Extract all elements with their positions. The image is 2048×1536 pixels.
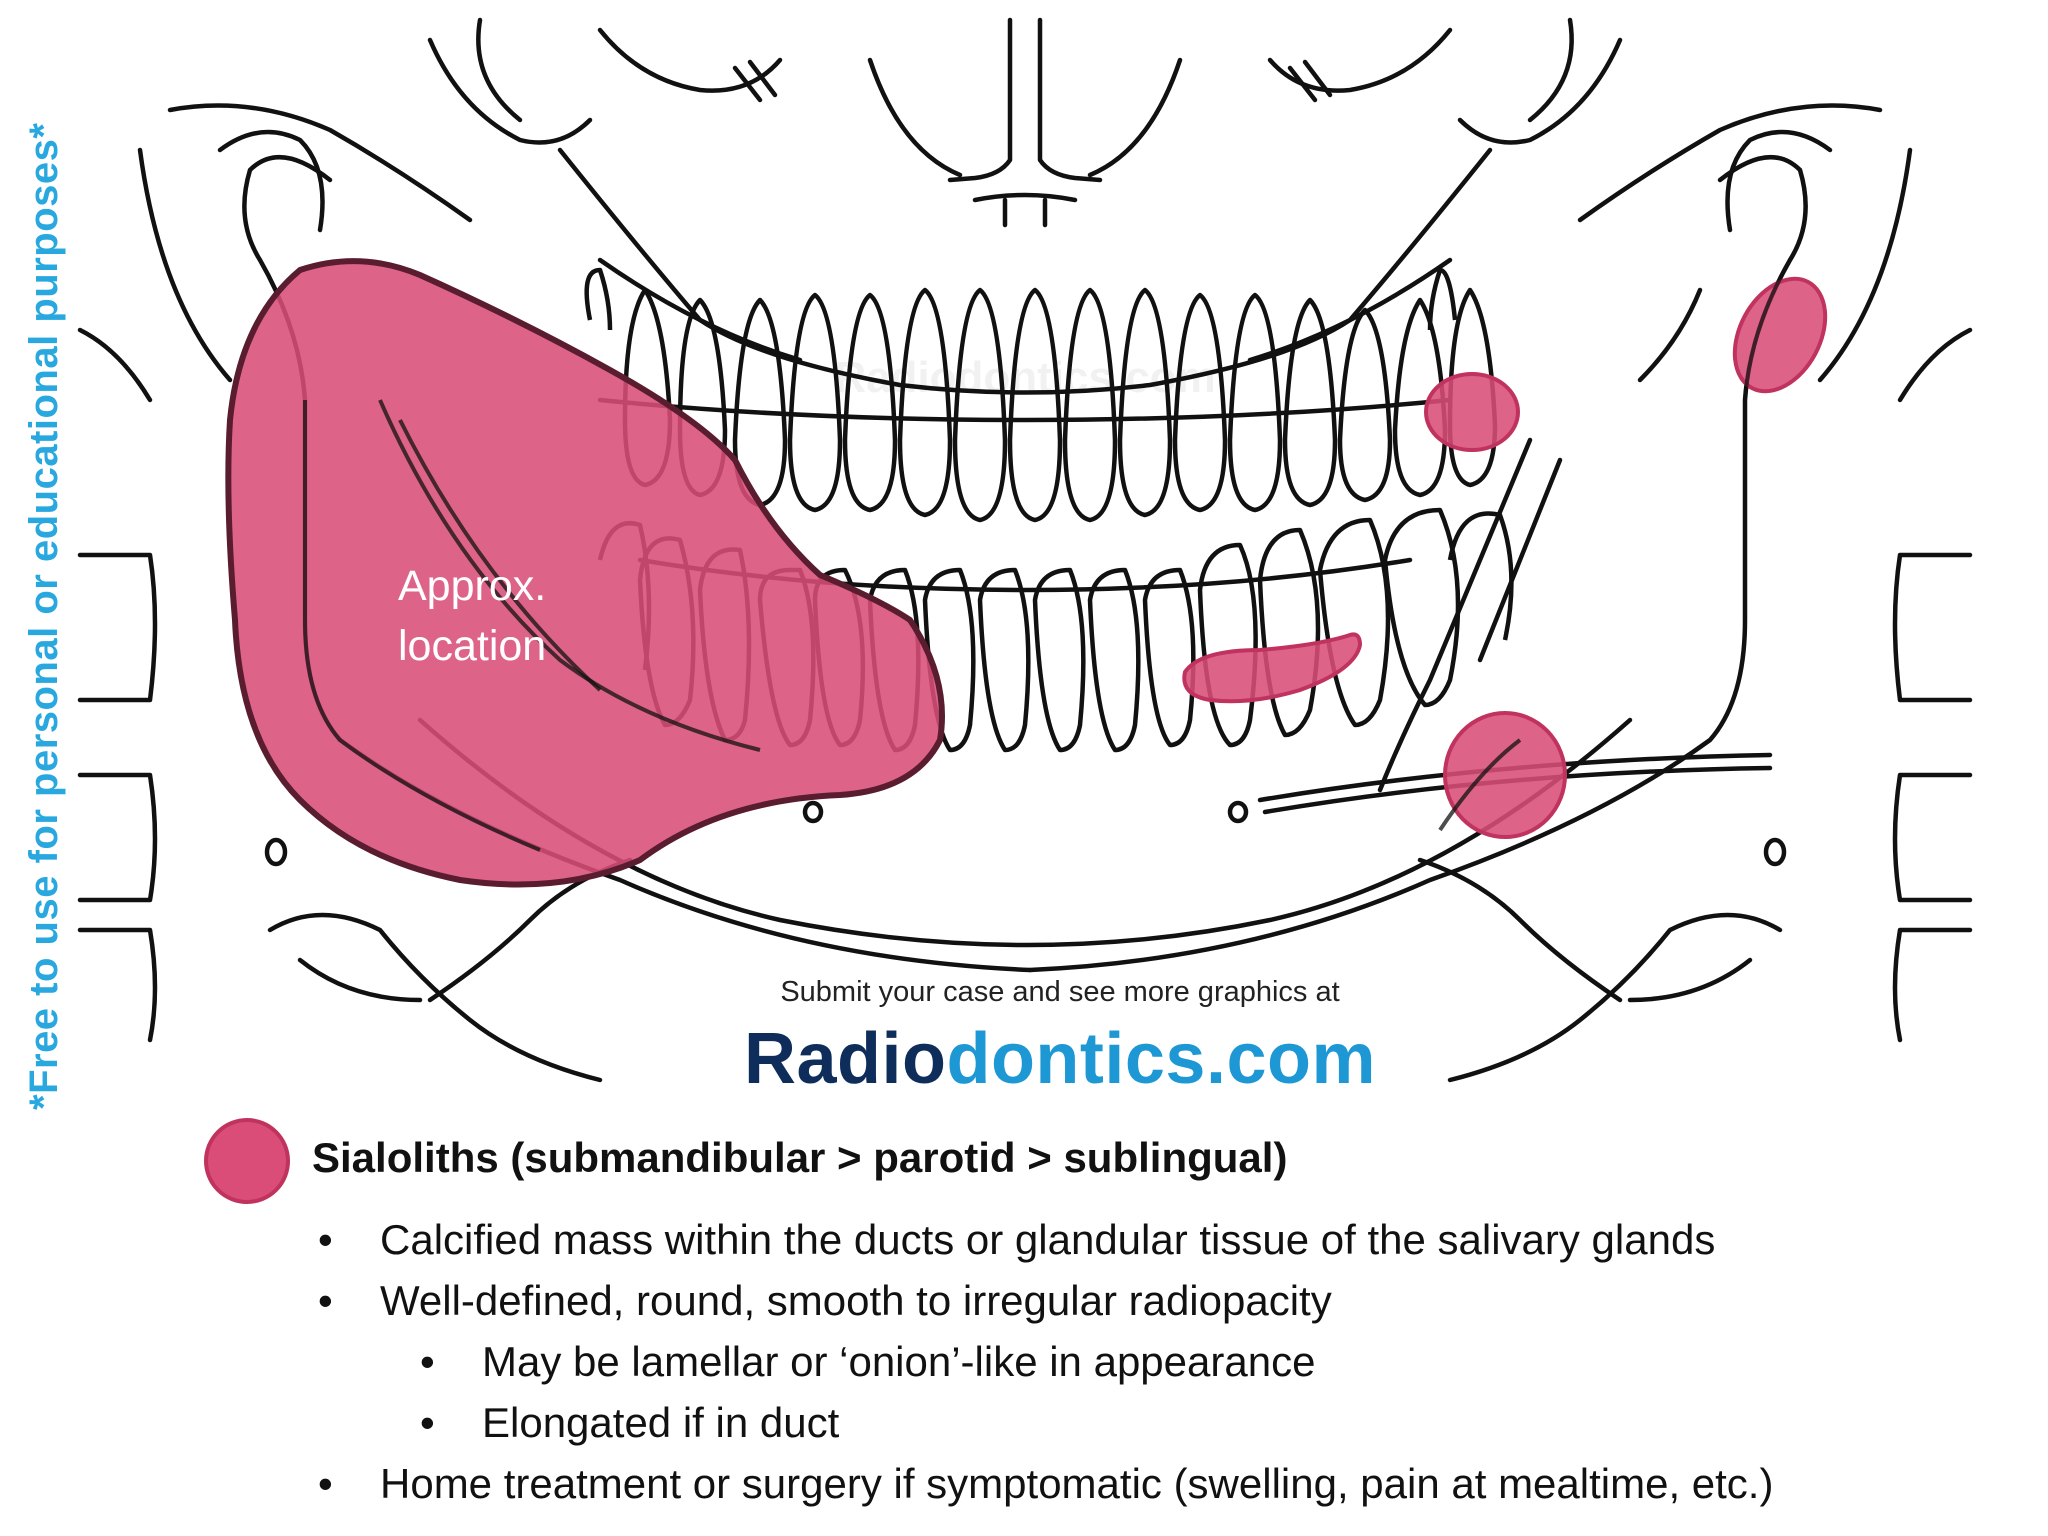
bullet-text: Home treatment or surgery if symptomatic…	[380, 1460, 1774, 1507]
bullet-dot: •	[318, 1277, 333, 1324]
bullet-dot: •	[318, 1216, 333, 1263]
approx-location-line2: location	[398, 622, 547, 670]
lesion-overlays	[225, 258, 1828, 888]
bullet-dot: •	[318, 1460, 333, 1507]
watermark-text: Radiodontics.com	[834, 353, 1215, 402]
bullet-item: • Well-defined, round, smooth to irregul…	[318, 1277, 1332, 1325]
gland-overlay-lines	[303, 155, 1808, 852]
approx-location-label: Approx. location	[398, 556, 608, 676]
bullet-text: May be lamellar or ‘onion’-like in appea…	[482, 1338, 1316, 1385]
brand-part-light: dontics.com	[946, 1019, 1377, 1099]
bullet-dot: •	[420, 1338, 435, 1385]
legend-swatch	[204, 1118, 290, 1204]
bullet-item: • Elongated if in duct	[420, 1399, 840, 1447]
bullet-text: Elongated if in duct	[482, 1399, 840, 1446]
bullet-dot: •	[420, 1399, 435, 1446]
brand-link[interactable]: Radiodontics.com	[650, 1018, 1470, 1100]
submit-case-text: Submit your case and see more graphics a…	[780, 976, 1340, 1008]
sublingual-duct-sialolith	[1182, 632, 1363, 704]
usage-note: *Free to use for personal or educational…	[22, 122, 66, 1110]
bullet-text: Well-defined, round, smooth to irregular…	[380, 1277, 1332, 1324]
bullet-item: • Home treatment or surgery if symptomat…	[318, 1460, 1774, 1508]
brand-part-dark: Radio	[743, 1019, 947, 1099]
submandibular-sialolith	[1443, 711, 1567, 839]
parotid-sialolith	[1732, 276, 1828, 394]
bullet-item: • Calcified mass within the ducts or gla…	[318, 1216, 1716, 1264]
approx-location-line1: Approx.	[398, 562, 547, 610]
bullet-text: Calcified mass within the ducts or gland…	[380, 1216, 1716, 1263]
bullet-item: • May be lamellar or ‘onion’-like in app…	[420, 1338, 1316, 1386]
submandibular-gland-region	[225, 258, 945, 888]
upper-molar-sialolith	[1424, 372, 1520, 452]
legend-title: Sialoliths (submandibular > parotid > su…	[312, 1134, 1288, 1181]
